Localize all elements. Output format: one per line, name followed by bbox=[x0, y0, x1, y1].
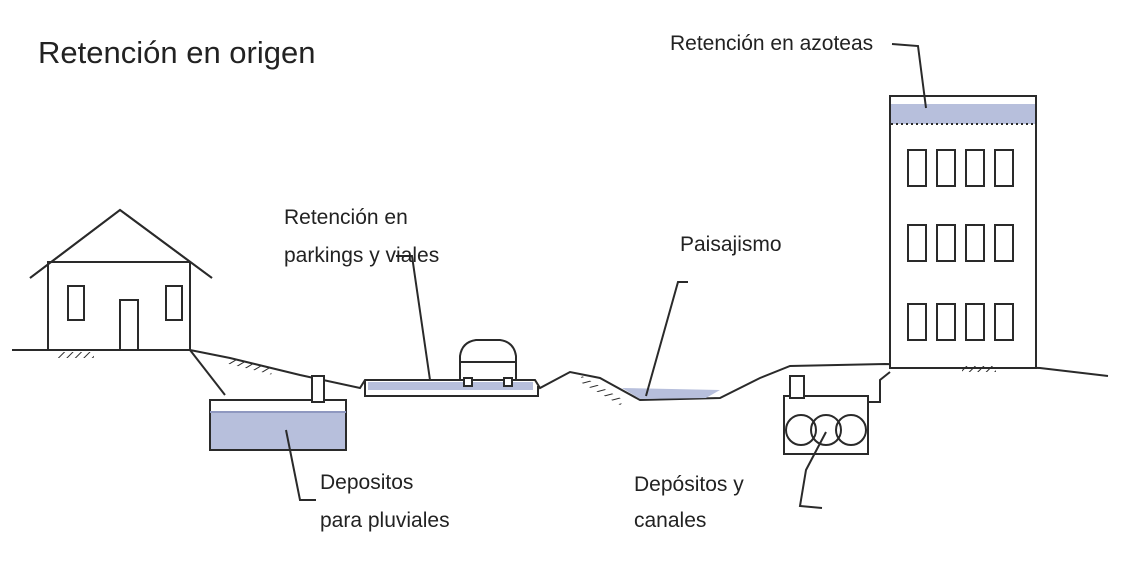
pipe-3 bbox=[835, 414, 867, 446]
ground-line bbox=[12, 349, 1109, 402]
house-roof-line bbox=[29, 208, 213, 279]
leader-lines bbox=[285, 43, 927, 509]
ground-hatch-building bbox=[962, 366, 996, 372]
house bbox=[29, 208, 226, 396]
building-drain-pipe bbox=[868, 371, 891, 403]
pipe-1 bbox=[785, 414, 817, 446]
stormwater-tank-water bbox=[210, 412, 346, 450]
label-rooftop-retention: Retención en azoteas bbox=[670, 32, 874, 55]
car-wheel-right bbox=[503, 377, 513, 387]
label-parking-retention-line1: Retención en bbox=[284, 206, 408, 229]
label-parking-retention-line2: parkings y viales bbox=[284, 244, 440, 267]
swale-hatch bbox=[579, 376, 624, 406]
leader-landscaping bbox=[645, 281, 688, 397]
stormwater-tank-inlet bbox=[311, 375, 325, 403]
label-landscaping: Paisajismo bbox=[680, 233, 782, 256]
underground-channels bbox=[783, 371, 891, 455]
house-window-left bbox=[67, 285, 85, 321]
leader-channels bbox=[798, 431, 827, 509]
pipe-2 bbox=[810, 414, 842, 446]
ground-hatch-house bbox=[58, 352, 94, 358]
parking-basin bbox=[364, 380, 539, 397]
house-downpipe bbox=[189, 349, 226, 396]
diagram-title: Retención en origen bbox=[38, 35, 316, 70]
channels-inlet bbox=[789, 375, 805, 399]
leader-tanks bbox=[285, 429, 316, 501]
car bbox=[459, 339, 517, 387]
building-body bbox=[889, 95, 1037, 369]
building-windows bbox=[907, 149, 1014, 341]
car-body bbox=[459, 339, 517, 381]
ground-hatch-slope bbox=[228, 358, 273, 375]
car-wheel-left bbox=[463, 377, 473, 387]
roof-water bbox=[891, 104, 1035, 124]
label-stormwater-tanks-line2: para pluviales bbox=[320, 509, 450, 532]
parking-water bbox=[368, 382, 533, 390]
label-stormwater-tanks-line1: Depositos bbox=[320, 471, 414, 494]
stormwater-tank-outline bbox=[209, 399, 347, 451]
stormwater-tank bbox=[209, 375, 347, 451]
house-window-right bbox=[165, 285, 183, 321]
label-channels-line2: canales bbox=[634, 509, 707, 532]
label-channels-line1: Depósitos y bbox=[634, 473, 744, 496]
leader-parking bbox=[396, 255, 431, 381]
building bbox=[889, 95, 1037, 369]
parking-retention bbox=[364, 339, 539, 397]
leader-rooftop bbox=[891, 43, 927, 109]
house-door bbox=[119, 299, 139, 351]
